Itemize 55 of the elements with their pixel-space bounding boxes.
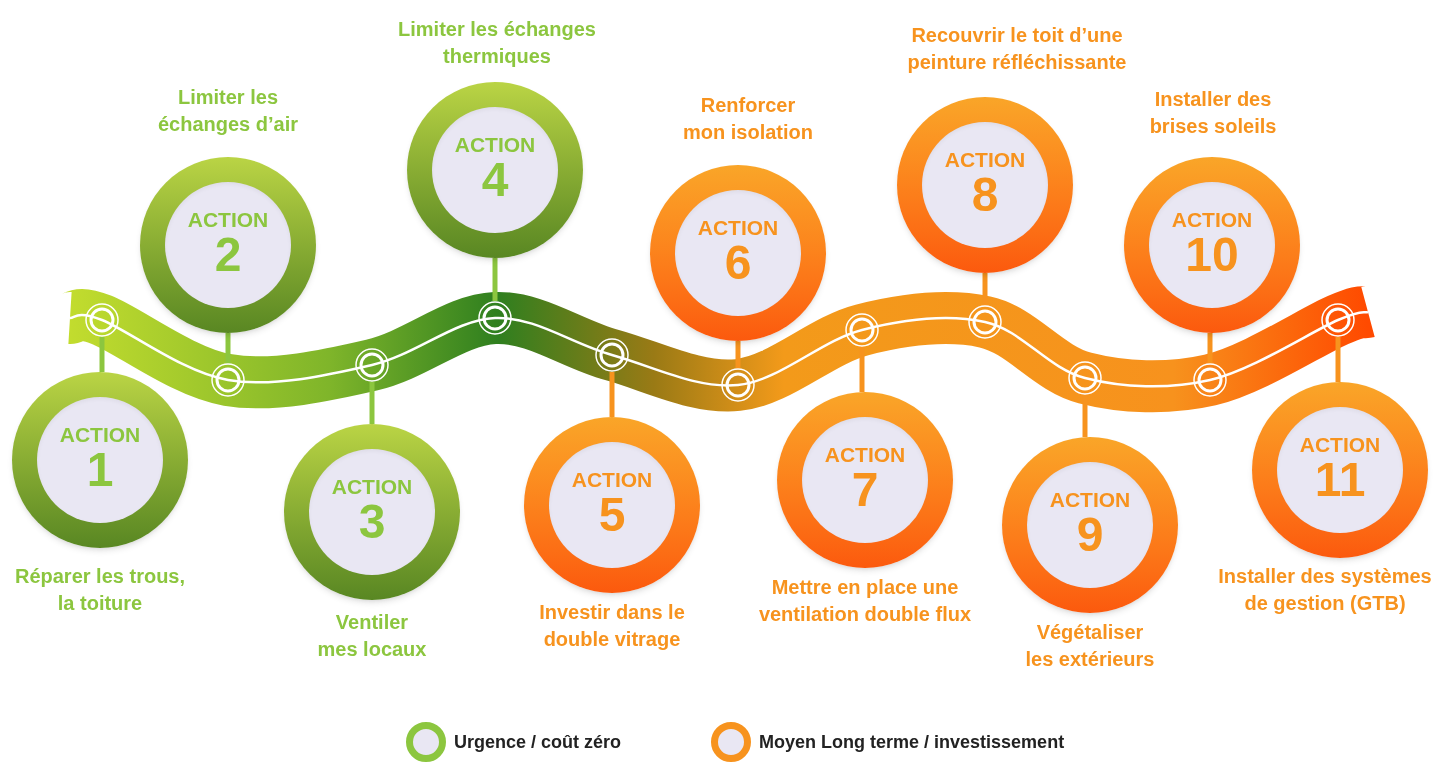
- action-label: ACTION: [331, 476, 413, 498]
- connector-line: [225, 333, 231, 363]
- timeline-dot: [1068, 361, 1102, 395]
- action-description: Limiter les échanges thermiques: [397, 17, 597, 69]
- action-description: Installer des systèmes de gestion (GTB): [1217, 564, 1433, 616]
- action-label: ACTION: [1171, 209, 1253, 231]
- legend-label: Moyen Long terme / investissement: [759, 730, 1065, 754]
- action-label: ACTION: [697, 217, 779, 239]
- action-number: 5: [598, 490, 626, 541]
- action-number: 4: [481, 155, 509, 206]
- action-label: ACTION: [1299, 434, 1381, 456]
- timeline-dot: [211, 363, 245, 397]
- action-number: 3: [358, 497, 386, 548]
- timeline-dot: [721, 368, 755, 402]
- connector-line: [609, 372, 615, 417]
- timeline-dot: [1321, 303, 1355, 337]
- action-number: 7: [851, 465, 879, 516]
- action-number: 1: [86, 445, 114, 496]
- action-description: Recouvrir le toit d’une peinture réfléchissante: [906, 23, 1128, 75]
- action-number: 9: [1076, 510, 1104, 561]
- connector-line: [492, 258, 498, 301]
- timeline-dot: [478, 301, 512, 335]
- legend-label: Urgence / coût zéro: [454, 730, 622, 754]
- timeline-dot: [845, 313, 879, 347]
- connector-line: [369, 382, 375, 424]
- connector-line: [1335, 337, 1341, 382]
- connector-line: [1207, 333, 1213, 363]
- timeline-dot: [595, 338, 629, 372]
- action-number: 8: [971, 170, 999, 221]
- action-description: Investir dans le double vitrage: [538, 600, 686, 652]
- action-number: 10: [1185, 230, 1239, 281]
- action-label: ACTION: [454, 134, 536, 156]
- action-description: Installer des brises soleils: [1148, 87, 1278, 139]
- timeline-dot: [85, 303, 119, 337]
- action-label: ACTION: [59, 424, 141, 446]
- action-label: ACTION: [187, 209, 269, 231]
- action-description: Ventiler mes locaux: [317, 610, 427, 662]
- action-description: Réparer les trous, la toiture: [13, 564, 187, 616]
- timeline-dot: [1193, 363, 1227, 397]
- action-description: Renforcer mon isolation: [682, 93, 814, 145]
- action-label: ACTION: [824, 444, 906, 466]
- action-number: 11: [1314, 455, 1366, 506]
- action-number: 2: [214, 230, 242, 281]
- timeline-dot: [968, 305, 1002, 339]
- connector-line: [99, 337, 105, 372]
- action-label: ACTION: [1049, 489, 1131, 511]
- connector-line: [735, 341, 741, 368]
- action-description: Limiter les échanges d’air: [156, 85, 300, 137]
- action-description: Végétaliser les extérieurs: [1024, 620, 1156, 672]
- action-label: ACTION: [944, 149, 1026, 171]
- action-description: Mettre en place une ventilation double flux: [757, 575, 973, 627]
- connector-line: [859, 347, 865, 393]
- action-number: 6: [724, 238, 752, 289]
- action-label: ACTION: [571, 469, 653, 491]
- timeline-dot: [355, 348, 389, 382]
